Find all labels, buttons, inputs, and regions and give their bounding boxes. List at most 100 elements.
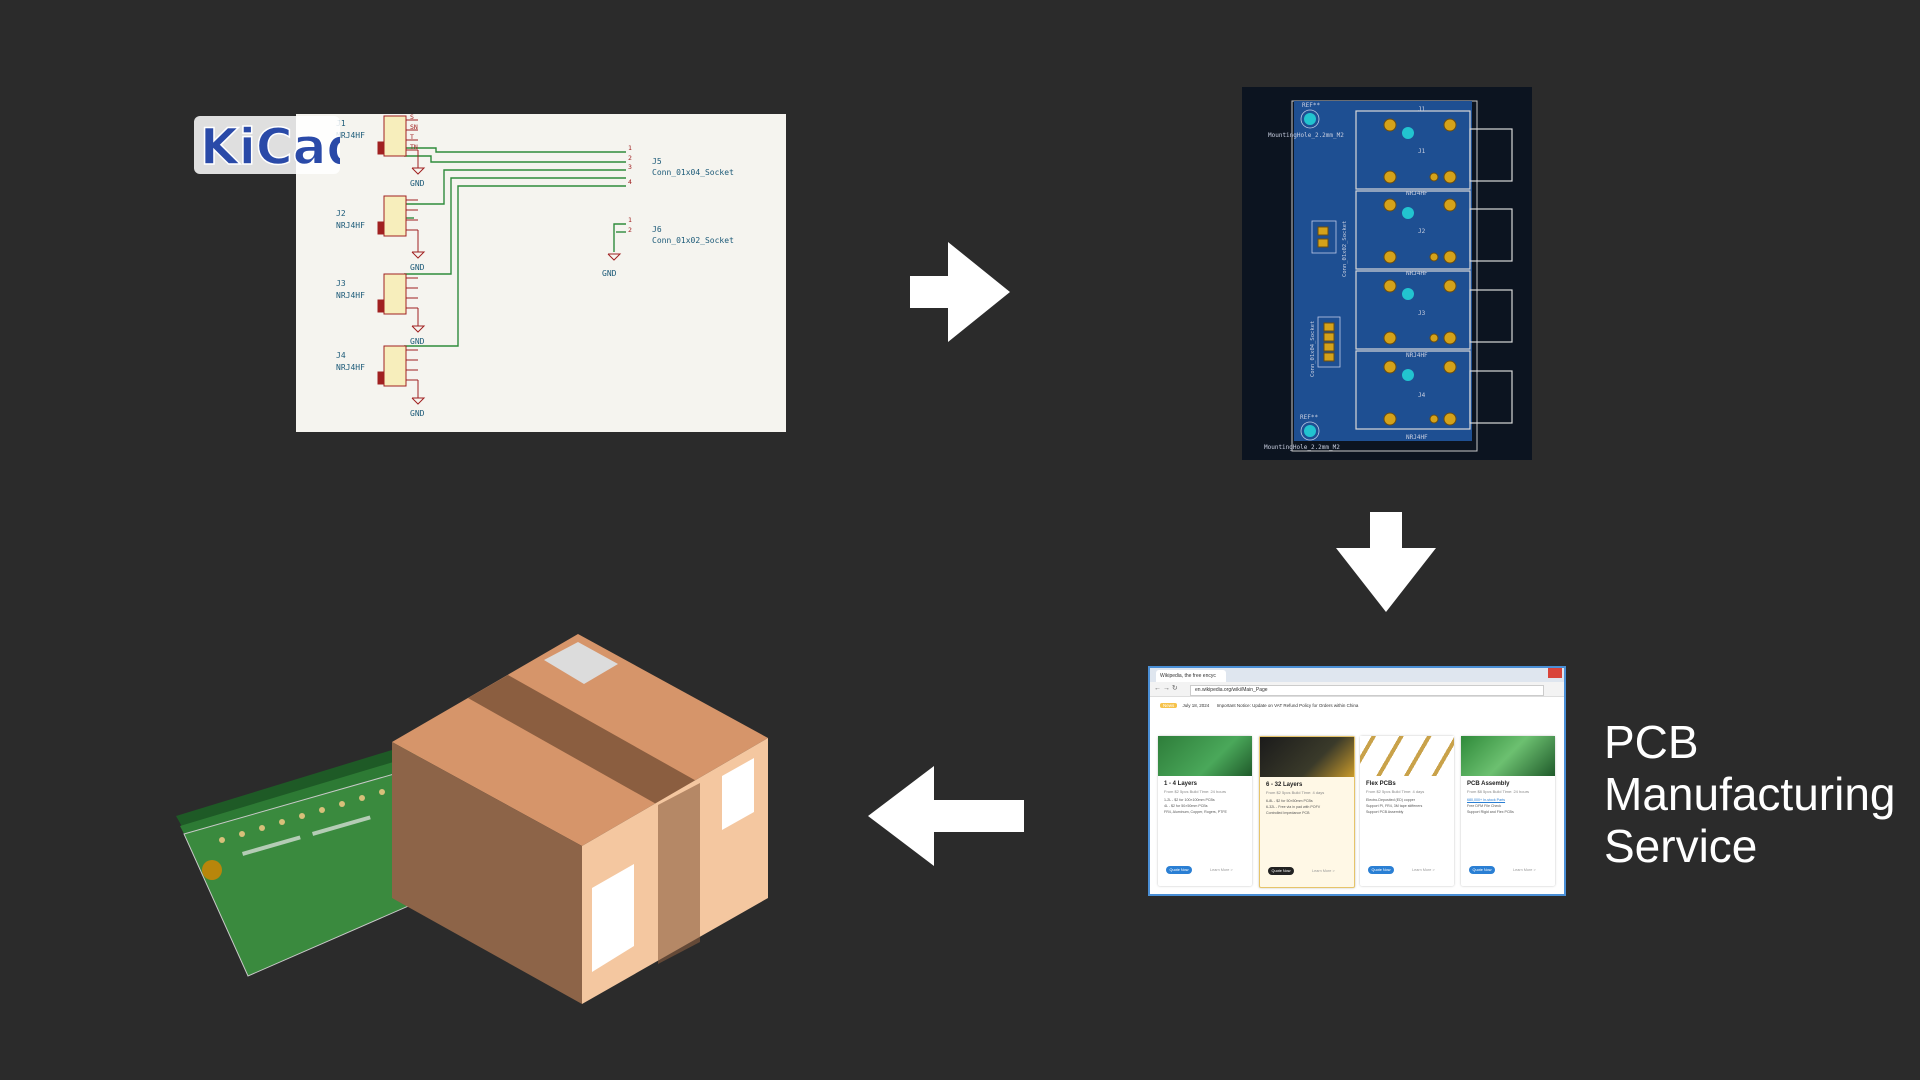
- pcb-stack-icon: [176, 742, 437, 977]
- jack-ref: J2: [336, 209, 346, 218]
- shipping-box-with-pcbs: [176, 634, 768, 1004]
- pcb-ref-label: REF**: [1300, 414, 1318, 421]
- card-title: 1 - 4 Layers: [1164, 781, 1198, 787]
- gnd-label: GND: [410, 179, 425, 188]
- card-feature: 6-8L - $2 for 50×50mm PCBs: [1266, 799, 1313, 803]
- pcb-mounting-label: MountingHole_2.2mm_M2: [1264, 444, 1340, 451]
- shipping-box-icon: [392, 634, 768, 1004]
- pcb-ref-label: REF**: [1302, 102, 1320, 109]
- pcb-jack-ref: J1: [1418, 148, 1426, 155]
- pcb-jack-ref: J1: [1418, 106, 1426, 113]
- jack-ref: J4: [336, 351, 346, 360]
- pcb-jack-value: NRJ4HF: [1406, 190, 1428, 197]
- pcb-photo: [1461, 736, 1555, 776]
- quote-now-button[interactable]: Quote Now: [1268, 867, 1294, 875]
- card-feature: 6-32L - Free via in pad with POFV: [1266, 805, 1321, 809]
- pin-number: 4: [628, 178, 632, 186]
- service-card-1-4-layers[interactable]: 1 - 4 Layers From $2 5pcs Build Time: 24…: [1158, 736, 1252, 886]
- pcb-jack-value: NRJ4HF: [1406, 270, 1428, 277]
- card-feature[interactable]: 680,000+ In-stock Parts: [1467, 798, 1506, 802]
- browser-tab[interactable]: Wikipedia, the free encyc: [1156, 670, 1226, 682]
- arrow-down-icon: [1336, 512, 1436, 612]
- jack-ref: J1: [336, 119, 346, 128]
- card-feature: FR4, Aluminum, Copper, Rogers, PTFE: [1164, 810, 1227, 814]
- label-line: PCB: [1604, 716, 1699, 768]
- label-line: Service: [1604, 820, 1758, 872]
- jack-value: NRJ4HF: [336, 131, 365, 140]
- navigation-arrows-icon[interactable]: ← → ↻: [1154, 685, 1178, 692]
- browser-address-bar: ← → ↻ en.wikipedia.org/wiki/Main_Page: [1150, 682, 1564, 697]
- gnd-label: GND: [410, 337, 425, 346]
- pcb-mounting-label: MountingHole_2.2mm_M2: [1268, 132, 1344, 139]
- notice-bar: News July 18, 2024 Important Notice: Upd…: [1150, 697, 1564, 714]
- card-title: Flex PCBs: [1366, 781, 1396, 787]
- pin-label: SN: [410, 123, 418, 131]
- pcb-jack-value: NRJ4HF: [1406, 352, 1428, 359]
- pcb-photo: [1158, 736, 1252, 776]
- service-card-pcb-assembly[interactable]: PCB Assembly From $8 5pcs Build Time: 24…: [1461, 736, 1555, 886]
- label-line: Manufacturing: [1604, 768, 1896, 820]
- pin-number: 2: [628, 226, 632, 234]
- gnd-label: GND: [410, 263, 425, 272]
- card-feature: Support Rigid and Flex PCBs: [1467, 810, 1514, 814]
- service-card-6-32-layers[interactable]: 6 - 32 Layers From $2 5pcs Build Time: 4…: [1259, 736, 1355, 888]
- card-subtitle: From $2 5pcs Build Time: 24 hours: [1164, 789, 1227, 794]
- jack-value: NRJ4HF: [336, 291, 365, 300]
- card-feature: 4L - $2 for 50×50mm PCBs: [1164, 804, 1208, 808]
- quote-now-button[interactable]: Quote Now: [1368, 866, 1394, 874]
- notice-date: July 18, 2024: [1182, 703, 1210, 708]
- card-feature: Free DFM File Check: [1467, 804, 1502, 808]
- schematic-drawing: J1 NRJ4HF J2 NRJ4HF J3 NRJ4HF J4 NRJ4HF …: [336, 113, 734, 418]
- pin-number: 2: [628, 154, 632, 162]
- learn-more-link[interactable]: Learn More >: [1412, 868, 1435, 872]
- pcb-jack-ref: J4: [1418, 392, 1426, 399]
- card-feature: 1-2L - $2 for 100×100mm PCBs: [1164, 798, 1215, 802]
- arrow-right-icon: [910, 242, 1010, 342]
- card-subtitle: From $2 5pcs Build Time: 4 days: [1266, 790, 1325, 795]
- pcb-drawing: REF** MountingHole_2.2mm_M2 REF** Mounti…: [1264, 100, 1513, 452]
- card-title: PCB Assembly: [1467, 781, 1510, 787]
- kicad-logo: KiCad: [194, 112, 363, 178]
- connector-value: Conn_01x04_Socket: [652, 168, 734, 177]
- card-feature: Support PI, FR4, 3M tape stiffeners: [1366, 804, 1423, 808]
- quote-now-button[interactable]: Quote Now: [1469, 866, 1495, 874]
- jack-value: NRJ4HF: [336, 221, 365, 230]
- pin-number: 1: [628, 144, 632, 152]
- close-icon[interactable]: [1548, 668, 1562, 678]
- card-title: 6 - 32 Layers: [1266, 782, 1303, 788]
- service-card-flex-pcbs[interactable]: Flex PCBs From $2 5pcs Build Time: 4 day…: [1360, 736, 1454, 886]
- pcb-photo: [1360, 736, 1454, 776]
- arrow-left-icon: [868, 766, 1024, 866]
- notice-text[interactable]: Important Notice: Update on VAT Refund P…: [1216, 703, 1359, 708]
- connector-value: Conn_01x02_Socket: [652, 236, 734, 245]
- gnd-label: GND: [602, 269, 617, 278]
- browser-tab-bar: Wikipedia, the free encyc: [1150, 668, 1564, 682]
- jack-ref: J3: [336, 279, 346, 288]
- card-subtitle: From $2 5pcs Build Time: 4 days: [1366, 789, 1425, 794]
- pin-label: S: [410, 114, 414, 121]
- url-field[interactable]: en.wikipedia.org/wiki/Main_Page: [1190, 685, 1544, 696]
- pcb-layout-screenshot: REF** MountingHole_2.2mm_M2 REF** Mounti…: [1242, 87, 1532, 460]
- card-feature: Electro-Deposited (ED) copper: [1366, 798, 1415, 802]
- pcb-manufacturing-service-label: PCB Manufacturing Service: [1604, 716, 1896, 872]
- kicad-logo-text: KiCad: [200, 118, 340, 176]
- connector-ref: J6: [652, 225, 662, 234]
- pin-number: 3: [628, 163, 632, 171]
- pin-label: T: [410, 133, 414, 141]
- pcb-connector-label: Conn_01x04_Socket: [1310, 321, 1316, 377]
- learn-more-link[interactable]: Learn More >: [1210, 868, 1233, 872]
- schematic-screenshot: J1 NRJ4HF J2 NRJ4HF J3 NRJ4HF J4 NRJ4HF …: [296, 113, 786, 432]
- pin-label: TN: [410, 143, 418, 151]
- quote-now-button[interactable]: Quote Now: [1166, 866, 1192, 874]
- browser-screenshot: Wikipedia, the free encyc ← → ↻ en.wikip…: [1148, 666, 1566, 896]
- pcb-jack-ref: J2: [1418, 228, 1426, 235]
- jack-value: NRJ4HF: [336, 363, 365, 372]
- pcb-photo: [1260, 737, 1354, 777]
- learn-more-link[interactable]: Learn More >: [1513, 868, 1536, 872]
- card-feature: Controlled Impedance PCB: [1266, 811, 1310, 815]
- gnd-label: GND: [410, 409, 425, 418]
- notice-tag: News: [1160, 703, 1178, 708]
- learn-more-link[interactable]: Learn More >: [1312, 869, 1335, 873]
- pcb-jack-value: NRJ4HF: [1406, 434, 1428, 441]
- pcb-jack-ref: J3: [1418, 310, 1426, 317]
